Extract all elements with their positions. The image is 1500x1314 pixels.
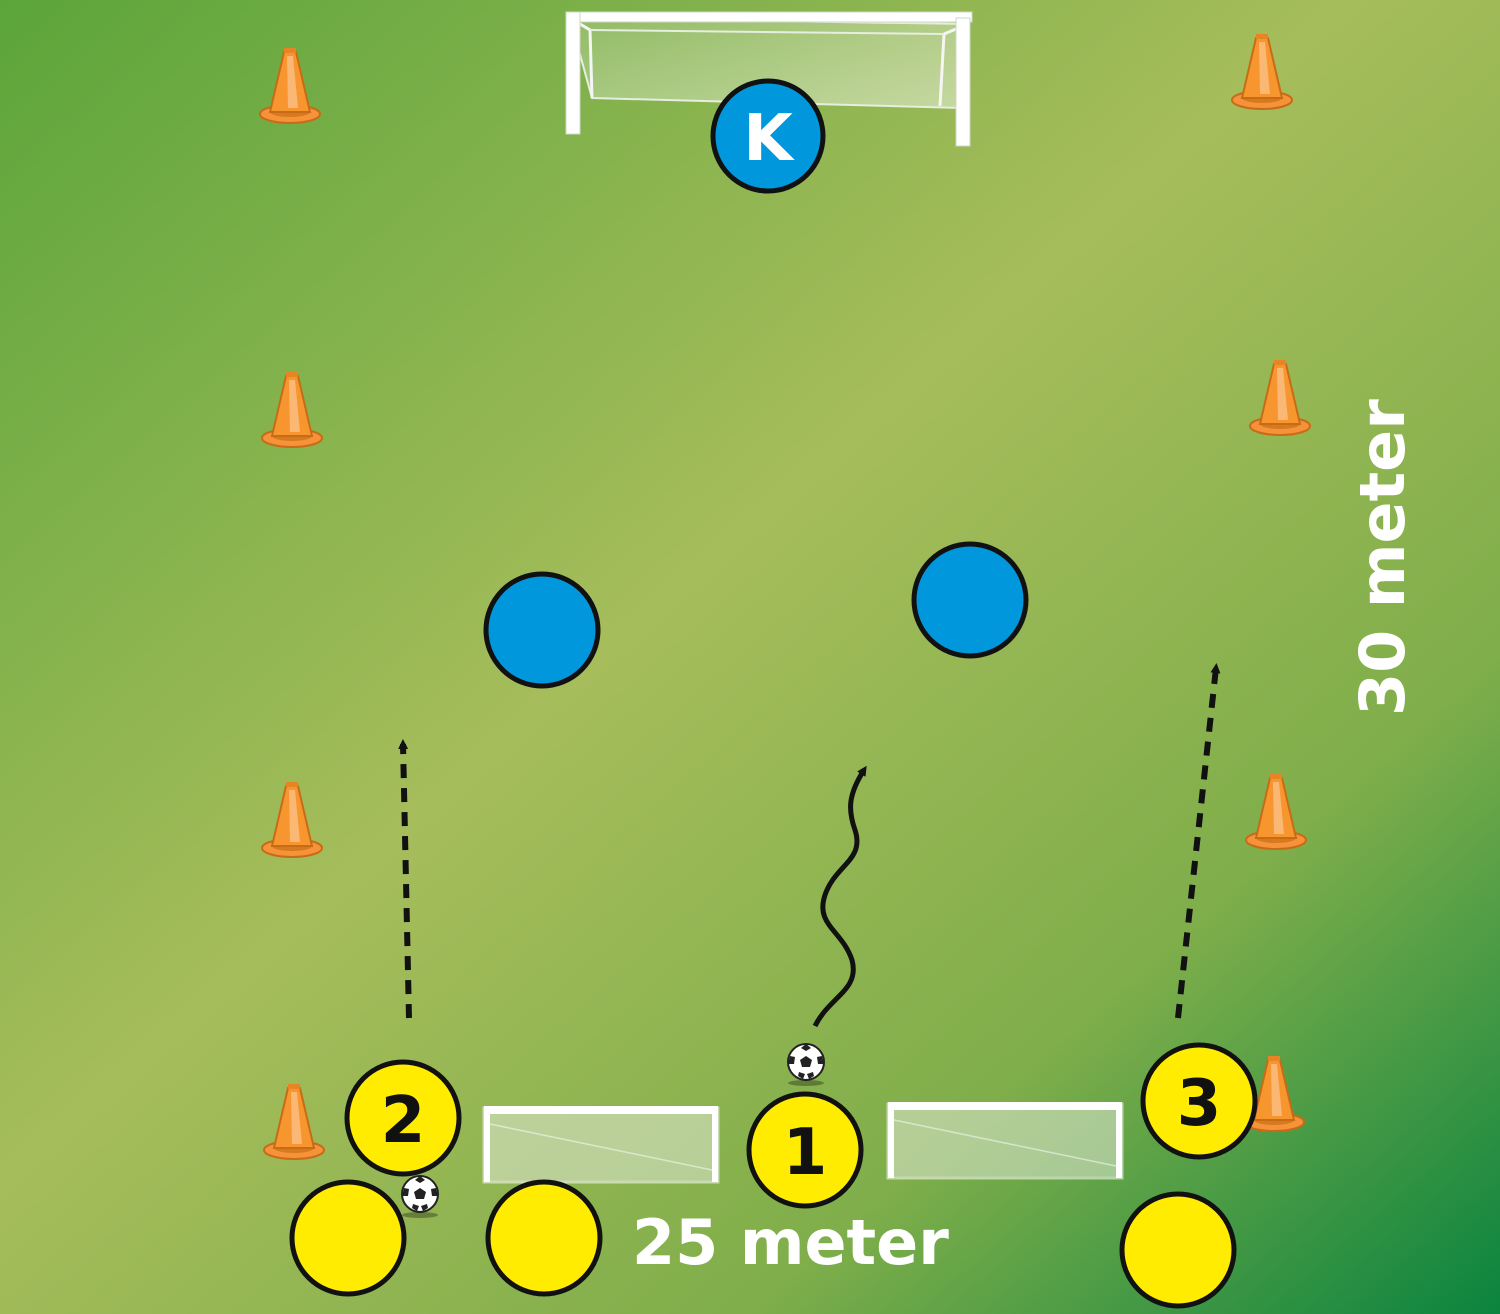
keeper-label: K <box>743 102 795 176</box>
keeper-marker: K <box>710 78 826 194</box>
attacker-1-label: 1 <box>783 1116 828 1190</box>
dribble-arrow-player-1 <box>812 765 867 1028</box>
attacker-3: 3 <box>1140 1042 1258 1160</box>
waiting-player-right <box>1119 1191 1237 1309</box>
run-arrow-player-3 <box>1175 663 1221 1019</box>
attacker-1: 1 <box>746 1091 864 1209</box>
defender-right <box>911 541 1029 659</box>
length-dimension-label: 30 meter <box>1346 399 1419 716</box>
small-goal-right <box>886 1102 1124 1180</box>
waiting-player-left <box>289 1179 407 1297</box>
attacker-2-label: 2 <box>381 1084 426 1158</box>
defender-left <box>483 571 601 689</box>
run-arrow-player-2 <box>398 739 412 1019</box>
width-dimension-label: 25 meter <box>632 1206 949 1279</box>
waiting-player-center <box>485 1179 603 1297</box>
main-goal <box>565 11 973 147</box>
attacker-3-label: 3 <box>1177 1067 1222 1141</box>
attacker-2: 2 <box>344 1059 462 1177</box>
small-goal-left <box>482 1106 720 1184</box>
